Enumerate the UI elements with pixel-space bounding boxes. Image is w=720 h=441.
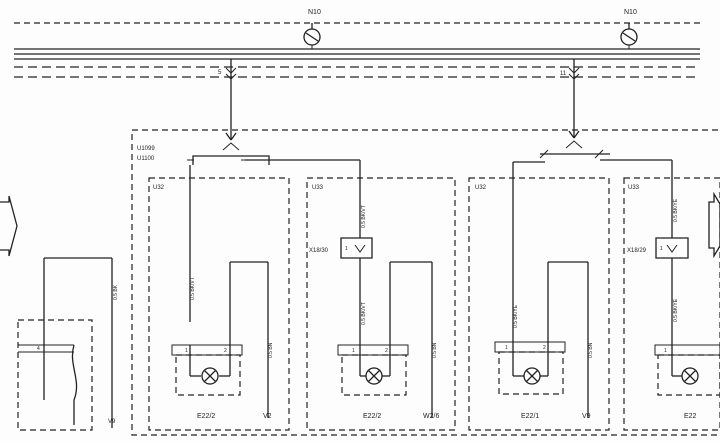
- e22-right-label: E22: [684, 413, 697, 420]
- v2-label: V2: [263, 413, 272, 420]
- lamp-module-1: 0.5 BK/VT 0.5 BN 1 2 E22/2 V2: [171, 261, 274, 420]
- e22-2-b-label: E22/2: [363, 413, 381, 420]
- x18-30-label: X18/30: [309, 248, 329, 254]
- v9-left-label: V9: [108, 419, 116, 425]
- wire-label-bn-3: 0.5 BN: [588, 342, 594, 358]
- pin-m3-2: 2: [543, 345, 546, 351]
- pin-m3-1: 1: [505, 345, 508, 351]
- splice-left: [187, 132, 361, 322]
- n10-right-symbol: N10: [620, 9, 638, 49]
- wire-label-bkye-3: 0.5 BK/YE: [673, 298, 679, 322]
- bus-lines: [14, 22, 700, 78]
- pin-m2-1: 1: [352, 348, 355, 354]
- pin-m4-1: 1: [664, 348, 667, 354]
- n10-right-label: N10: [624, 9, 637, 16]
- pin-m2-2: 2: [385, 348, 388, 354]
- x18-29-label: X18/29: [627, 248, 647, 254]
- bus-taps: 5 11: [218, 59, 580, 140]
- lamp-module-2: 0.5 BK/VT 1 X18/30 0.5 BK/VT 0.5 BN 1 2 …: [309, 190, 439, 420]
- wire-label-bkvt-1: 0.5 BK/VT: [190, 277, 196, 300]
- u32-a-label: U32: [153, 185, 165, 191]
- wire-label-bk-left: 0.5 BK: [113, 284, 119, 300]
- pin-x1830-1: 1: [345, 246, 348, 252]
- u-right-label: U33: [628, 185, 640, 191]
- splice-right: [512, 130, 673, 342]
- wire-label-bkvt-2: 0.5 BK/VT: [361, 205, 367, 228]
- u33-label: U33: [312, 185, 324, 191]
- wire-label-bkye-1: 0.5 BK/YE: [513, 304, 519, 328]
- pin-left-4: 4: [37, 346, 40, 352]
- wire-label-bn-1: 0.5 BN: [268, 342, 274, 358]
- lamp-icon-1: [201, 367, 219, 385]
- lamp-module-3: 0.5 BK/YE 0.5 BN 1 2 E22/1 V9: [494, 261, 594, 420]
- lamp-module-4: 0.5 BK/YE 1 X18/29 0.5 BK/YE 1 E22: [627, 185, 720, 420]
- pin-5-label: 5: [218, 70, 222, 76]
- wire-label-bkvt-3: 0.5 BK/VT: [361, 302, 367, 325]
- lamp-icon-2: [365, 367, 383, 385]
- pin-11-label: 11: [560, 71, 567, 77]
- w2-6-label: W2/6: [423, 413, 439, 420]
- lamp-icon-4: [681, 367, 699, 385]
- u32-b-label: U32: [475, 185, 487, 191]
- v9-right-label: V9: [582, 413, 591, 420]
- e22-1-label: E22/1: [521, 413, 539, 420]
- wire-label-bkye-2: 0.5 BK/YE: [673, 198, 679, 222]
- left-partial-module: 0.5 BK 4 V9: [0, 195, 119, 431]
- n10-left-label: N10: [308, 9, 321, 16]
- pin-x1829-1: 1: [660, 246, 663, 252]
- module-boundaries: U1099 U1100 U32 U33 U32 U33: [131, 129, 720, 436]
- n10-left-symbol: N10: [303, 9, 321, 49]
- pin-m1-1: 1: [185, 348, 188, 354]
- u1099-label: U1099: [137, 146, 155, 152]
- wire-label-bn-2: 0.5 BN: [432, 342, 438, 358]
- lamp-icon-3: [523, 367, 541, 385]
- e22-2-a-label: E22/2: [197, 413, 215, 420]
- u1100-label: U1100: [137, 156, 155, 162]
- pin-m1-2: 2: [224, 348, 227, 354]
